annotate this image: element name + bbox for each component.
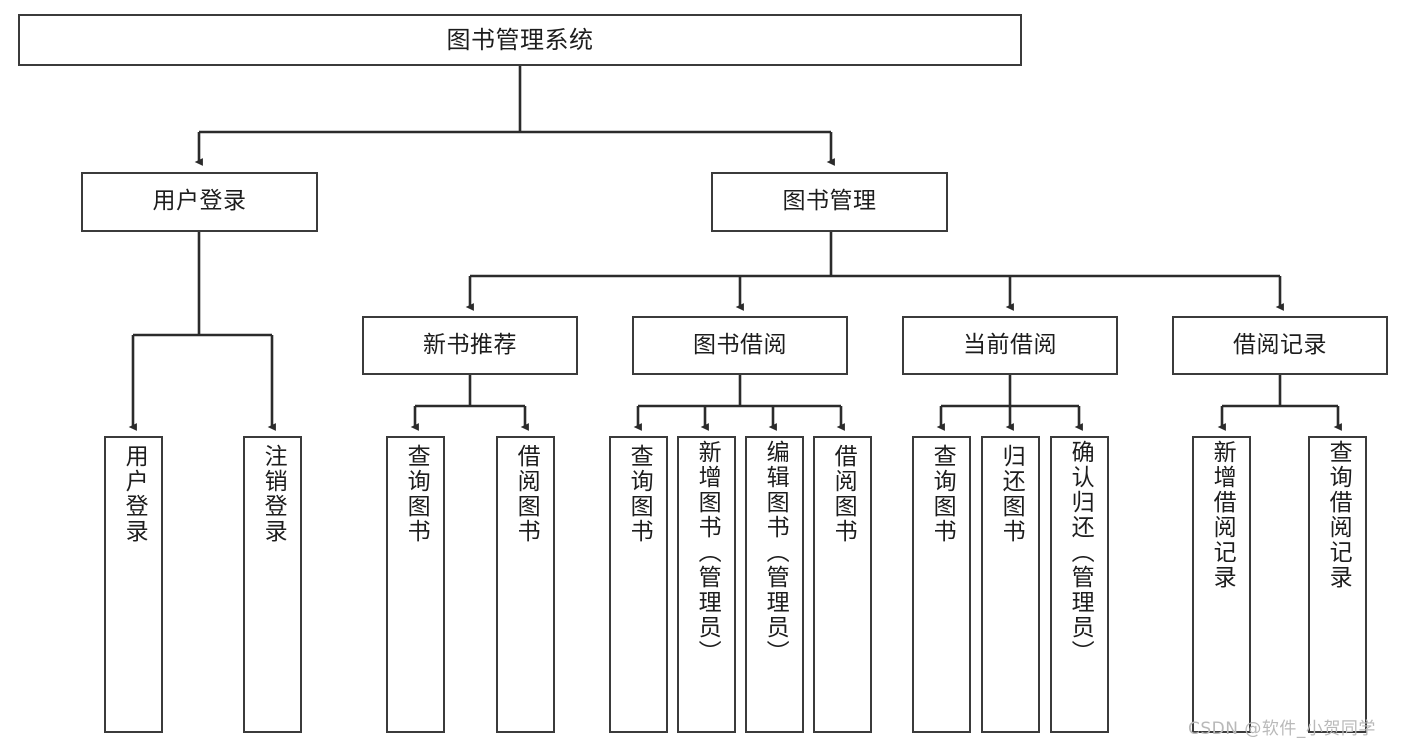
node-label: 新增借阅记录 — [1209, 440, 1236, 590]
node-label: 图书管理 — [782, 188, 877, 215]
node-label: 新增图书（管理员） — [694, 440, 721, 665]
node-label: 当前借阅 — [963, 331, 1057, 358]
node-label: 借阅记录 — [1233, 331, 1327, 358]
node-label: 图书借阅 — [693, 331, 787, 358]
node-borrow-record[interactable]: 借阅记录 — [1172, 316, 1388, 375]
node-label: 图书管理系统 — [446, 25, 594, 54]
leaf-logout-login[interactable]: 注销登录 — [243, 436, 302, 733]
leaf-user-login[interactable]: 用户登录 — [104, 436, 163, 733]
node-label: 查询图书 — [403, 444, 430, 544]
node-label: 用户登录 — [121, 444, 148, 544]
node-book-borrow[interactable]: 图书借阅 — [632, 316, 848, 375]
node-label: 编辑图书（管理员） — [762, 440, 789, 665]
leaf-add-book-admin[interactable]: 新增图书（管理员） — [677, 436, 736, 733]
node-label: 用户登录 — [152, 188, 247, 215]
node-label: 查询借阅记录 — [1325, 440, 1352, 590]
node-current-borrow[interactable]: 当前借阅 — [902, 316, 1118, 375]
node-label: 查询图书 — [626, 444, 653, 544]
leaf-query-book-1[interactable]: 查询图书 — [386, 436, 445, 733]
leaf-return-book[interactable]: 归还图书 — [981, 436, 1040, 733]
node-user-login[interactable]: 用户登录 — [81, 172, 318, 232]
node-label: 归还图书 — [998, 444, 1025, 544]
node-label: 确认归还（管理员） — [1067, 440, 1094, 665]
leaf-query-book-2[interactable]: 查询图书 — [609, 436, 668, 733]
leaf-borrow-book-1[interactable]: 借阅图书 — [496, 436, 555, 733]
node-label: 借阅图书 — [830, 444, 857, 544]
node-label: 注销登录 — [260, 444, 287, 544]
node-label: 查询图书 — [929, 444, 956, 544]
node-label: 新书推荐 — [423, 331, 517, 358]
node-book-manage[interactable]: 图书管理 — [711, 172, 948, 232]
leaf-borrow-book-2[interactable]: 借阅图书 — [813, 436, 872, 733]
leaf-edit-book-admin[interactable]: 编辑图书（管理员） — [745, 436, 804, 733]
node-new-book-recommend[interactable]: 新书推荐 — [362, 316, 578, 375]
watermark: CSDN @软件_小贺同学 — [1188, 719, 1376, 739]
leaf-query-borrow-record[interactable]: 查询借阅记录 — [1308, 436, 1367, 733]
node-label: 借阅图书 — [513, 444, 540, 544]
node-root-图书管理系统[interactable]: 图书管理系统 — [18, 14, 1022, 66]
leaf-query-book-3[interactable]: 查询图书 — [912, 436, 971, 733]
leaf-confirm-return-admin[interactable]: 确认归还（管理员） — [1050, 436, 1109, 733]
leaf-add-borrow-record[interactable]: 新增借阅记录 — [1192, 436, 1251, 733]
